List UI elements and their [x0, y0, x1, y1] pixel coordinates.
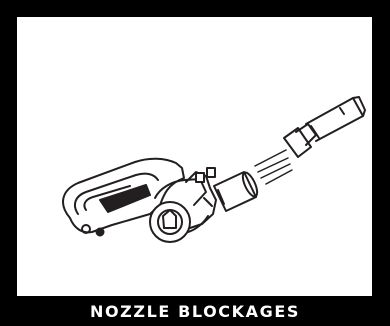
nozzle-blockage-illustration	[62, 96, 366, 243]
crevice-tool-icon	[283, 96, 366, 158]
air-stream-icon	[254, 149, 293, 185]
floor-nozzle-icon	[62, 157, 209, 243]
figure-caption: NOZZLE BLOCKAGES	[89, 301, 301, 321]
illustration-panel	[17, 17, 372, 296]
nozzle-neck-icon	[185, 167, 259, 229]
